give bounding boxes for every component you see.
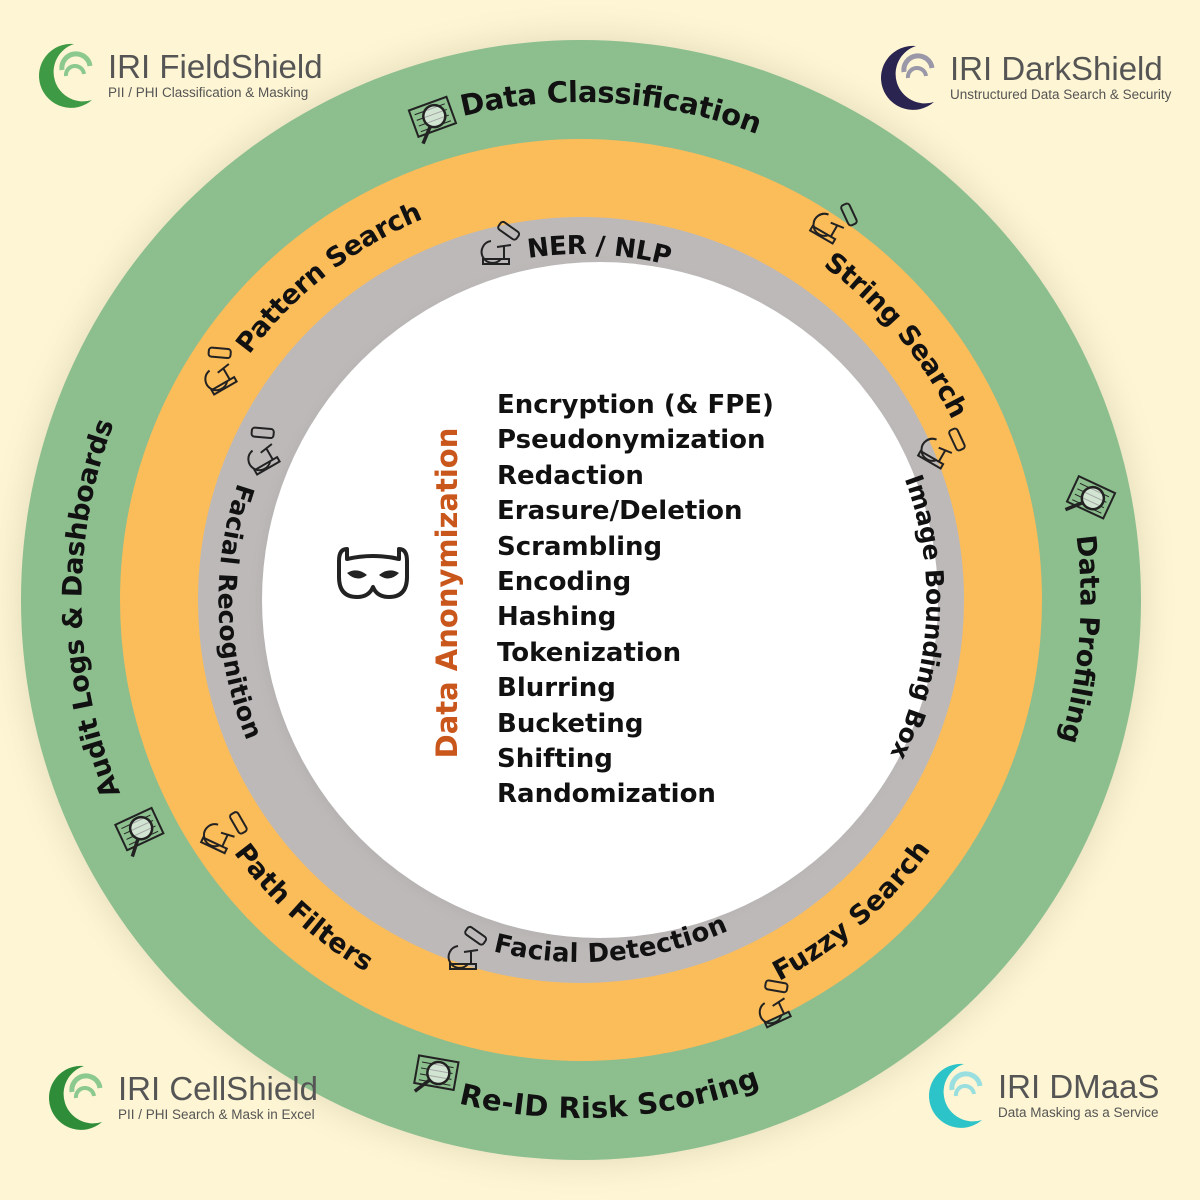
logo-name: IRI DarkShield xyxy=(950,50,1163,87)
microscope-icon xyxy=(808,202,858,245)
logo-tagline: Unstructured Data Search & Security xyxy=(950,87,1172,102)
method-item: Encoding xyxy=(497,566,632,597)
logo-name: IRI DMaaS xyxy=(998,1068,1160,1105)
dmaas-swirl-icon xyxy=(928,1063,983,1128)
microscope-icon xyxy=(916,427,966,470)
method-item: Bucketing xyxy=(497,708,644,739)
logo-tagline: PII / PHI Classification & Masking xyxy=(108,85,309,100)
logo-name: IRI CellShield xyxy=(118,1070,318,1107)
fieldshield-swirl-icon xyxy=(38,43,93,108)
logo-name: IRI FieldShield xyxy=(108,48,323,85)
method-item: Redaction xyxy=(497,460,644,491)
method-item: Tokenization xyxy=(497,637,682,668)
method-item: Encryption (& FPE) xyxy=(497,390,774,420)
method-item: Scrambling xyxy=(497,531,663,562)
method-item: Blurring xyxy=(497,673,616,704)
cellshield-swirl-icon xyxy=(48,1065,103,1130)
method-item: Erasure/Deletion xyxy=(497,496,743,527)
microscope-icon xyxy=(247,426,281,476)
method-item: Shifting xyxy=(497,743,613,774)
microscope-icon xyxy=(204,346,238,396)
logo-tagline: Data Masking as a Service xyxy=(998,1105,1159,1120)
microscope-icon xyxy=(758,979,793,1029)
microscope-icon xyxy=(447,925,488,970)
method-item: Hashing xyxy=(497,602,617,633)
darkshield-swirl-icon xyxy=(880,45,935,110)
logo-tagline: PII / PHI Search & Mask in Excel xyxy=(118,1107,315,1122)
center-circle xyxy=(262,262,938,938)
mask-icon xyxy=(337,547,409,599)
microscope-icon xyxy=(480,220,521,265)
magnifier-screen-icon xyxy=(1064,474,1117,520)
method-item: Pseudonymization xyxy=(497,425,766,456)
center-title: Data Anonymization xyxy=(430,427,464,759)
methods-list: Encryption (& FPE) Pseudonymization Reda… xyxy=(497,388,774,813)
magnifier-screen-icon xyxy=(413,1054,460,1093)
method-item: Randomization xyxy=(497,779,716,810)
microscope-icon xyxy=(199,811,248,855)
magnifier-screen-icon xyxy=(407,95,458,145)
magnifier-screen-icon xyxy=(113,806,165,858)
